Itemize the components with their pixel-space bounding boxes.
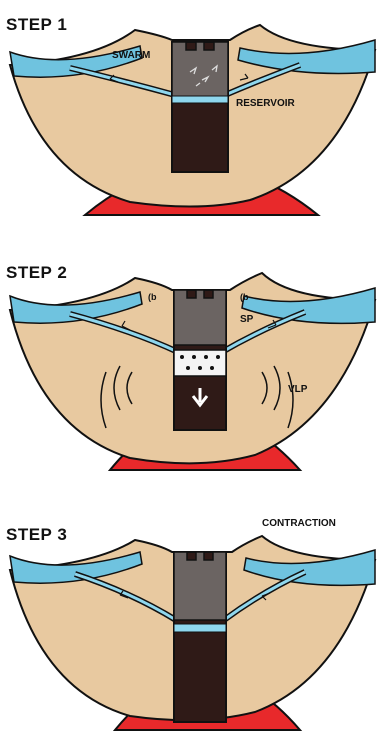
reservoir-band [172, 96, 228, 103]
step-2-panel: STEP 2 (b (b [6, 263, 375, 470]
conduit-plug [174, 290, 226, 345]
step-1-title: STEP 1 [6, 15, 67, 34]
step-1-panel: STEP 1 SWARM RESERVOIR [6, 15, 375, 215]
step-3-title: STEP 3 [6, 525, 67, 544]
sp-glyph-left: (b [148, 292, 157, 302]
reservoir-band [174, 624, 226, 632]
reservoir-foam [174, 350, 226, 376]
conduit-plug [172, 42, 228, 100]
step-2-title: STEP 2 [6, 263, 67, 282]
label-contraction: CONTRACTION [262, 518, 336, 529]
sp-glyph-right: (b [240, 292, 249, 302]
label-reservoir: RESERVOIR [236, 98, 295, 109]
label-vlp: VLP [288, 384, 308, 395]
conduit-plug [174, 552, 226, 620]
label-sp: SP [240, 314, 254, 325]
label-swarm: SWARM [112, 50, 150, 61]
step-3-panel: STEP 3 CONTRACTION [6, 518, 375, 730]
